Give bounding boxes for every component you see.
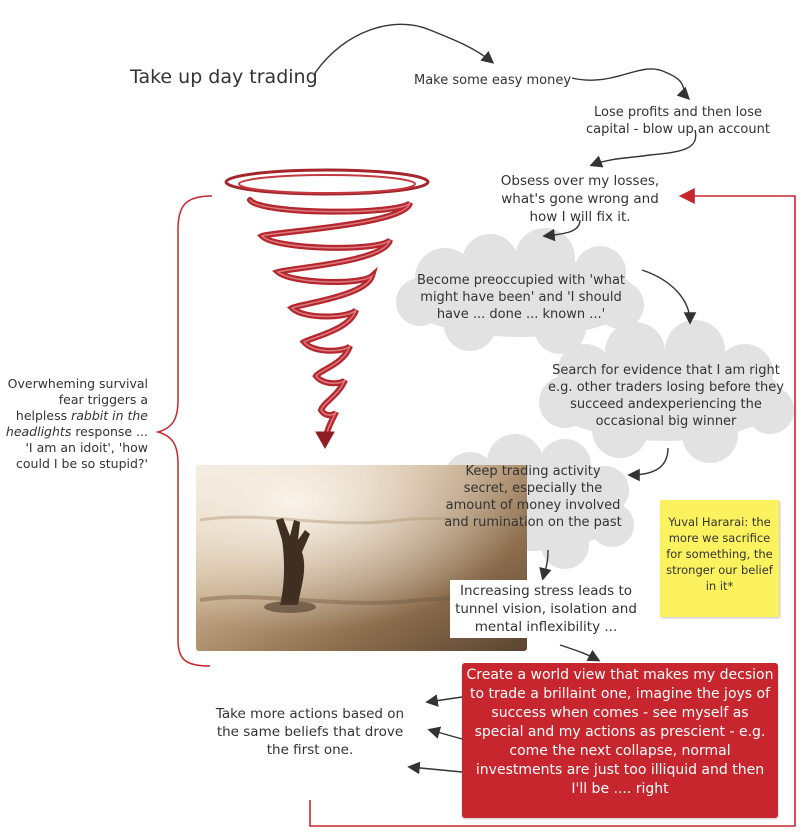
cloud-preoccupied bbox=[396, 228, 644, 354]
node-world-view: Create a world view that makes my decsio… bbox=[462, 663, 778, 818]
side-note-part2: response ... 'I am an idoit', 'how could… bbox=[16, 424, 148, 471]
node-easy-money: Make some easy money bbox=[414, 73, 572, 88]
node-start: Take up day trading bbox=[130, 66, 318, 88]
cloud-search bbox=[539, 320, 794, 463]
node-preoccupied: Become preoccupied with 'what might have… bbox=[416, 273, 626, 322]
drowning-hand-photo bbox=[196, 465, 528, 651]
side-note: Overwheming survival fear triggers a hel… bbox=[4, 376, 148, 472]
side-note-italic: rabbit in the headlights bbox=[5, 408, 148, 439]
node-obsess: Obsess over my losses, what's gone wrong… bbox=[500, 173, 660, 225]
node-stress: Increasing stress leads to tunnel vision… bbox=[450, 580, 642, 638]
flow-arrows bbox=[314, 23, 697, 775]
feedback-loop-arrow bbox=[309, 188, 796, 827]
left-brace bbox=[155, 195, 213, 667]
node-secret: Keep trading activity secret, especially… bbox=[444, 464, 622, 530]
side-note-part1: Overwheming survival fear triggers a hel… bbox=[7, 376, 148, 423]
node-lose-profits: Lose profits and then lose capital - blo… bbox=[586, 105, 770, 137]
quote-note: Yuval Hararai: the more we sacrifice for… bbox=[660, 500, 779, 617]
node-more-actions: Take more actions based on the same beli… bbox=[215, 706, 405, 758]
spiral-tornado-icon bbox=[224, 168, 430, 450]
node-search: Search for evidence that I am right e.g.… bbox=[548, 363, 784, 429]
